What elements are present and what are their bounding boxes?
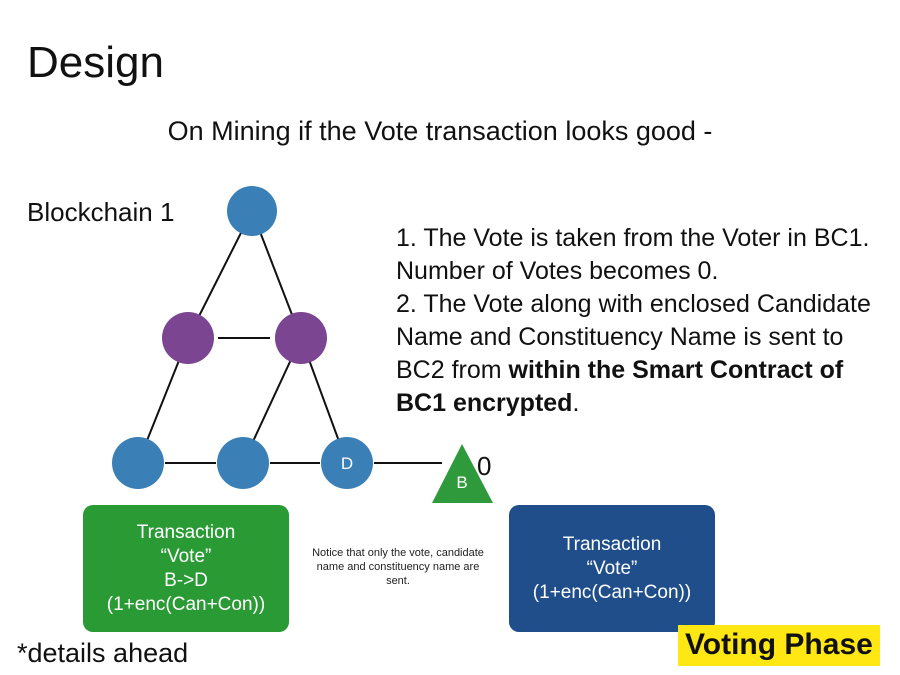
card-line: Transaction [562, 533, 662, 555]
card-line: “Vote” [160, 545, 212, 567]
step-1: 1. The Vote is taken from the Voter in B… [396, 224, 870, 285]
node-d [321, 437, 373, 489]
phase-badge: Voting Phase [678, 625, 880, 666]
slide-subtitle: On Mining if the Vote transaction looks … [167, 116, 713, 146]
details-ahead-note: *details ahead [17, 638, 189, 668]
slide-title: Design [27, 38, 164, 87]
card-line: Transaction [136, 521, 236, 543]
node-bottom-left [112, 437, 164, 489]
card-line: (1+enc(Can+Con)) [532, 581, 692, 603]
node-bottom-mid [217, 437, 269, 489]
node-purple-left [162, 312, 214, 364]
notice-text: Notice that only the vote, candidate nam… [312, 547, 484, 587]
triangle-node-b [432, 444, 493, 503]
vote-count-zero: 0 [477, 451, 492, 481]
node-d-label: D [341, 454, 353, 473]
card-line: (1+enc(Can+Con)) [106, 593, 266, 615]
node-top [227, 186, 277, 236]
triangle-label: B [456, 473, 467, 492]
transaction-card-bc2: Transaction “Vote” (1+enc(Can+Con)) [509, 505, 715, 632]
step-2-bold: within the Smart Contract of BC1 encrypt… [396, 356, 844, 417]
steps-text: 1. The Vote is taken from the Voter in B… [396, 222, 876, 420]
blockchain-label: Blockchain 1 [27, 197, 175, 227]
node-purple-right [275, 312, 327, 364]
step-2-text: 2. The Vote along with enclosed Candidat… [396, 290, 871, 384]
card-line: B->D [164, 569, 208, 591]
step-2-end: . [572, 389, 580, 417]
step-2: 2. The Vote along with enclosed Candidat… [396, 288, 876, 420]
card-line: “Vote” [586, 557, 638, 579]
transaction-card-bc1: Transaction “Vote” B->D (1+enc(Can+Con)) [83, 505, 289, 632]
